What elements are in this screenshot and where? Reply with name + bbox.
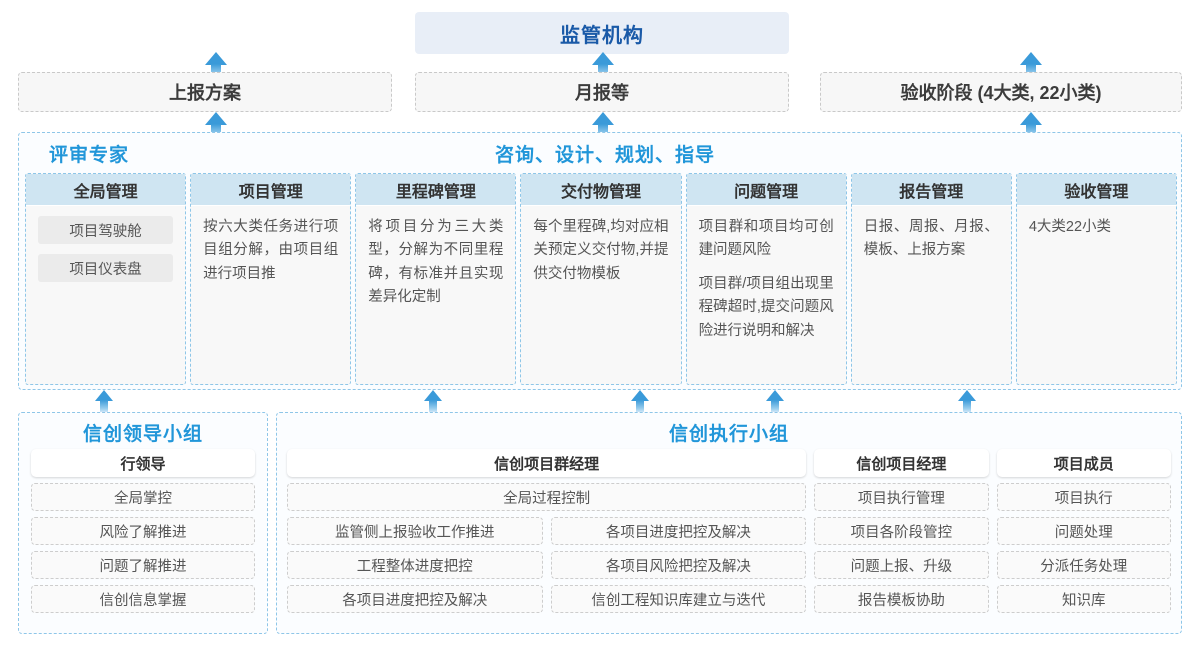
program-manager-task-grid: 监管侧上报验收工作推进 工程整体进度把控 各项目进度把控及解决 各项目进度把控及… (287, 517, 807, 613)
capability-column-milestone[interactable]: 里程碑管理 将项目分为三大类型，分解为不同里程碑，有标准并且实现差异化定制 (355, 173, 517, 385)
leading-group-title: 信创领导小组 (82, 424, 203, 445)
column-description: 按六大类任务进行项目组分解，由项目组进行项目推 (203, 219, 339, 282)
task-item[interactable]: 全局掌控 (31, 483, 255, 511)
column-body: 每个里程碑,均对应相关预定义交付物,并提供交付物模板 (521, 206, 680, 384)
capability-column-acceptance[interactable]: 验收管理 4大类22小类 (1015, 173, 1177, 385)
column-header: 项目管理 (191, 174, 351, 206)
column-body: 将项目分为三大类型，分解为不同里程碑，有标准并且实现差异化定制 (356, 206, 515, 384)
task-item[interactable]: 工程整体进度把控 (287, 551, 543, 579)
capability-column-deliverable[interactable]: 交付物管理 每个里程碑,均对应相关预定义交付物,并提供交付物模板 (520, 173, 682, 385)
column-header: 交付物管理 (521, 174, 681, 206)
task-item[interactable]: 信创工程知识库建立与迭代 (550, 585, 807, 613)
task-item[interactable]: 各项目风险把控及解决 (550, 551, 807, 579)
leading-group-body: 行领导 全局掌控 风险了解推进 问题了解推进 信创信息掌握 (29, 449, 257, 613)
deliverable-box-report-plan[interactable]: 上报方案 (18, 72, 392, 112)
column-header: 全局管理 (26, 174, 186, 206)
capability-column-project[interactable]: 项目管理 按六大类任务进行项目组分解，由项目组进行项目推 (190, 173, 352, 385)
task-item[interactable]: 各项目进度把控及解决 (550, 517, 807, 545)
task-item[interactable]: 问题上报、升级 (814, 551, 989, 579)
task-item[interactable]: 项目各阶段管控 (814, 517, 989, 545)
task-item[interactable]: 报告模板协助 (814, 585, 989, 613)
role-header-project-manager[interactable]: 信创项目经理 (814, 449, 989, 477)
column-body: 项目群和项目均可创建问题风险 项目群/项目组出现里程碑超时,提交问题风险进行说明… (687, 206, 846, 384)
role-header-program-manager[interactable]: 信创项目群经理 (287, 449, 807, 477)
role-header-project-member[interactable]: 项目成员 (996, 449, 1171, 477)
leading-group-panel: 信创领导小组 行领导 全局掌控 风险了解推进 问题了解推进 信创信息掌握 (18, 412, 268, 634)
column-body: 按六大类任务进行项目组分解，由项目组进行项目推 (191, 206, 350, 384)
capability-panel-titles: 评审专家 咨询、设计、规划、指导 (19, 133, 1181, 171)
regulator-label: 监管机构 (560, 24, 644, 47)
capability-column-global[interactable]: 全局管理 项目驾驶舱 项目仪表盘 (25, 173, 187, 385)
column-header: 报告管理 (851, 174, 1011, 206)
project-manager-column: 信创项目经理 项目执行管理 项目各阶段管控 问题上报、升级 报告模板协助 (814, 449, 989, 613)
consulting-title: 咨询、设计、规划、指导 (495, 145, 716, 166)
task-item[interactable]: 各项目进度把控及解决 (287, 585, 543, 613)
column-header: 问题管理 (686, 174, 846, 206)
arrow-up-exec-2 (631, 390, 649, 412)
task-item[interactable]: 风险了解推进 (31, 517, 255, 545)
deliverable-box-monthly-report[interactable]: 月报等 (415, 72, 789, 112)
task-item[interactable]: 项目执行管理 (814, 483, 989, 511)
task-item[interactable]: 项目执行 (996, 483, 1171, 511)
column-description: 日报、周报、月报、模板、上报方案 (863, 219, 999, 259)
column-description: 将项目分为三大类型，分解为不同里程碑，有标准并且实现差异化定制 (368, 219, 504, 306)
column-body: 日报、周报、月报、模板、上报方案 (852, 206, 1011, 384)
column-description: 项目群/项目组出现里程碑超时,提交问题风险进行说明和解决 (698, 275, 834, 339)
capability-column-issue[interactable]: 问题管理 项目群和项目均可创建问题风险 项目群/项目组出现里程碑超时,提交问题风… (685, 173, 847, 385)
task-item[interactable]: 监管侧上报验收工作推进 (287, 517, 543, 545)
capability-columns: 全局管理 项目驾驶舱 项目仪表盘 项目管理 按六大类任务进行项目组分解，由项目组… (25, 173, 1177, 385)
column-description: 项目群和项目均可创建问题风险 (698, 219, 834, 259)
column-body: 4大类22小类 (1017, 206, 1176, 384)
deliverables-row: 上报方案 月报等 验收阶段 (4大类, 22小类) (0, 72, 1200, 112)
capability-column-report[interactable]: 报告管理 日报、周报、月报、模板、上报方案 (850, 173, 1012, 385)
capability-panel: 评审专家 咨询、设计、规划、指导 全局管理 项目驾驶舱 项目仪表盘 项目管理 按… (18, 132, 1182, 390)
project-member-column: 项目成员 项目执行 问题处理 分派任务处理 知识库 (996, 449, 1171, 613)
deliverable-box-acceptance-stage[interactable]: 验收阶段 (4大类, 22小类) (820, 72, 1182, 112)
deliverable-label: 上报方案 (169, 83, 241, 103)
role-header-bank-leader[interactable]: 行领导 (31, 449, 255, 477)
regulator-box: 监管机构 (415, 12, 789, 54)
column-header: 里程碑管理 (356, 174, 516, 206)
exec-group-panel: 信创执行小组 信创项目群经理 全局过程控制 监管侧上报验收工作推进 工程整体进度… (276, 412, 1182, 634)
program-manager-column: 信创项目群经理 全局过程控制 监管侧上报验收工作推进 工程整体进度把控 各项目进… (287, 449, 807, 613)
teams-section: 信创领导小组 行领导 全局掌控 风险了解推进 问题了解推进 信创信息掌握 信创执… (0, 412, 1200, 640)
task-item[interactable]: 问题处理 (996, 517, 1171, 545)
column-description: 4大类22小类 (1028, 219, 1112, 235)
column-description: 每个里程碑,均对应相关预定义交付物,并提供交付物模板 (533, 219, 669, 282)
program-manager-right-tasks: 各项目进度把控及解决 各项目风险把控及解决 信创工程知识库建立与迭代 (550, 517, 807, 613)
capability-item[interactable]: 项目仪表盘 (38, 254, 174, 282)
task-item[interactable]: 问题了解推进 (31, 551, 255, 579)
arrow-up-exec-4 (958, 390, 976, 412)
exec-group-title: 信创执行小组 (668, 424, 789, 445)
task-item[interactable]: 知识库 (996, 585, 1171, 613)
review-experts-title: 评审专家 (49, 145, 130, 166)
capability-item[interactable]: 项目驾驶舱 (38, 216, 174, 244)
exec-group-body: 信创项目群经理 全局过程控制 监管侧上报验收工作推进 工程整体进度把控 各项目进… (287, 449, 1171, 613)
arrow-up-leading-group (95, 390, 113, 412)
column-body: 项目驾驶舱 项目仪表盘 (26, 206, 185, 384)
task-item[interactable]: 信创信息掌握 (31, 585, 255, 613)
task-item[interactable]: 全局过程控制 (287, 483, 807, 511)
column-header: 验收管理 (1016, 174, 1176, 206)
arrow-up-exec-1 (424, 390, 442, 412)
program-manager-left-tasks: 监管侧上报验收工作推进 工程整体进度把控 各项目进度把控及解决 (287, 517, 543, 613)
task-item[interactable]: 分派任务处理 (996, 551, 1171, 579)
deliverable-label: 月报等 (575, 83, 629, 103)
arrow-up-exec-3 (766, 390, 784, 412)
deliverable-label: 验收阶段 (4大类, 22小类) (900, 83, 1102, 103)
